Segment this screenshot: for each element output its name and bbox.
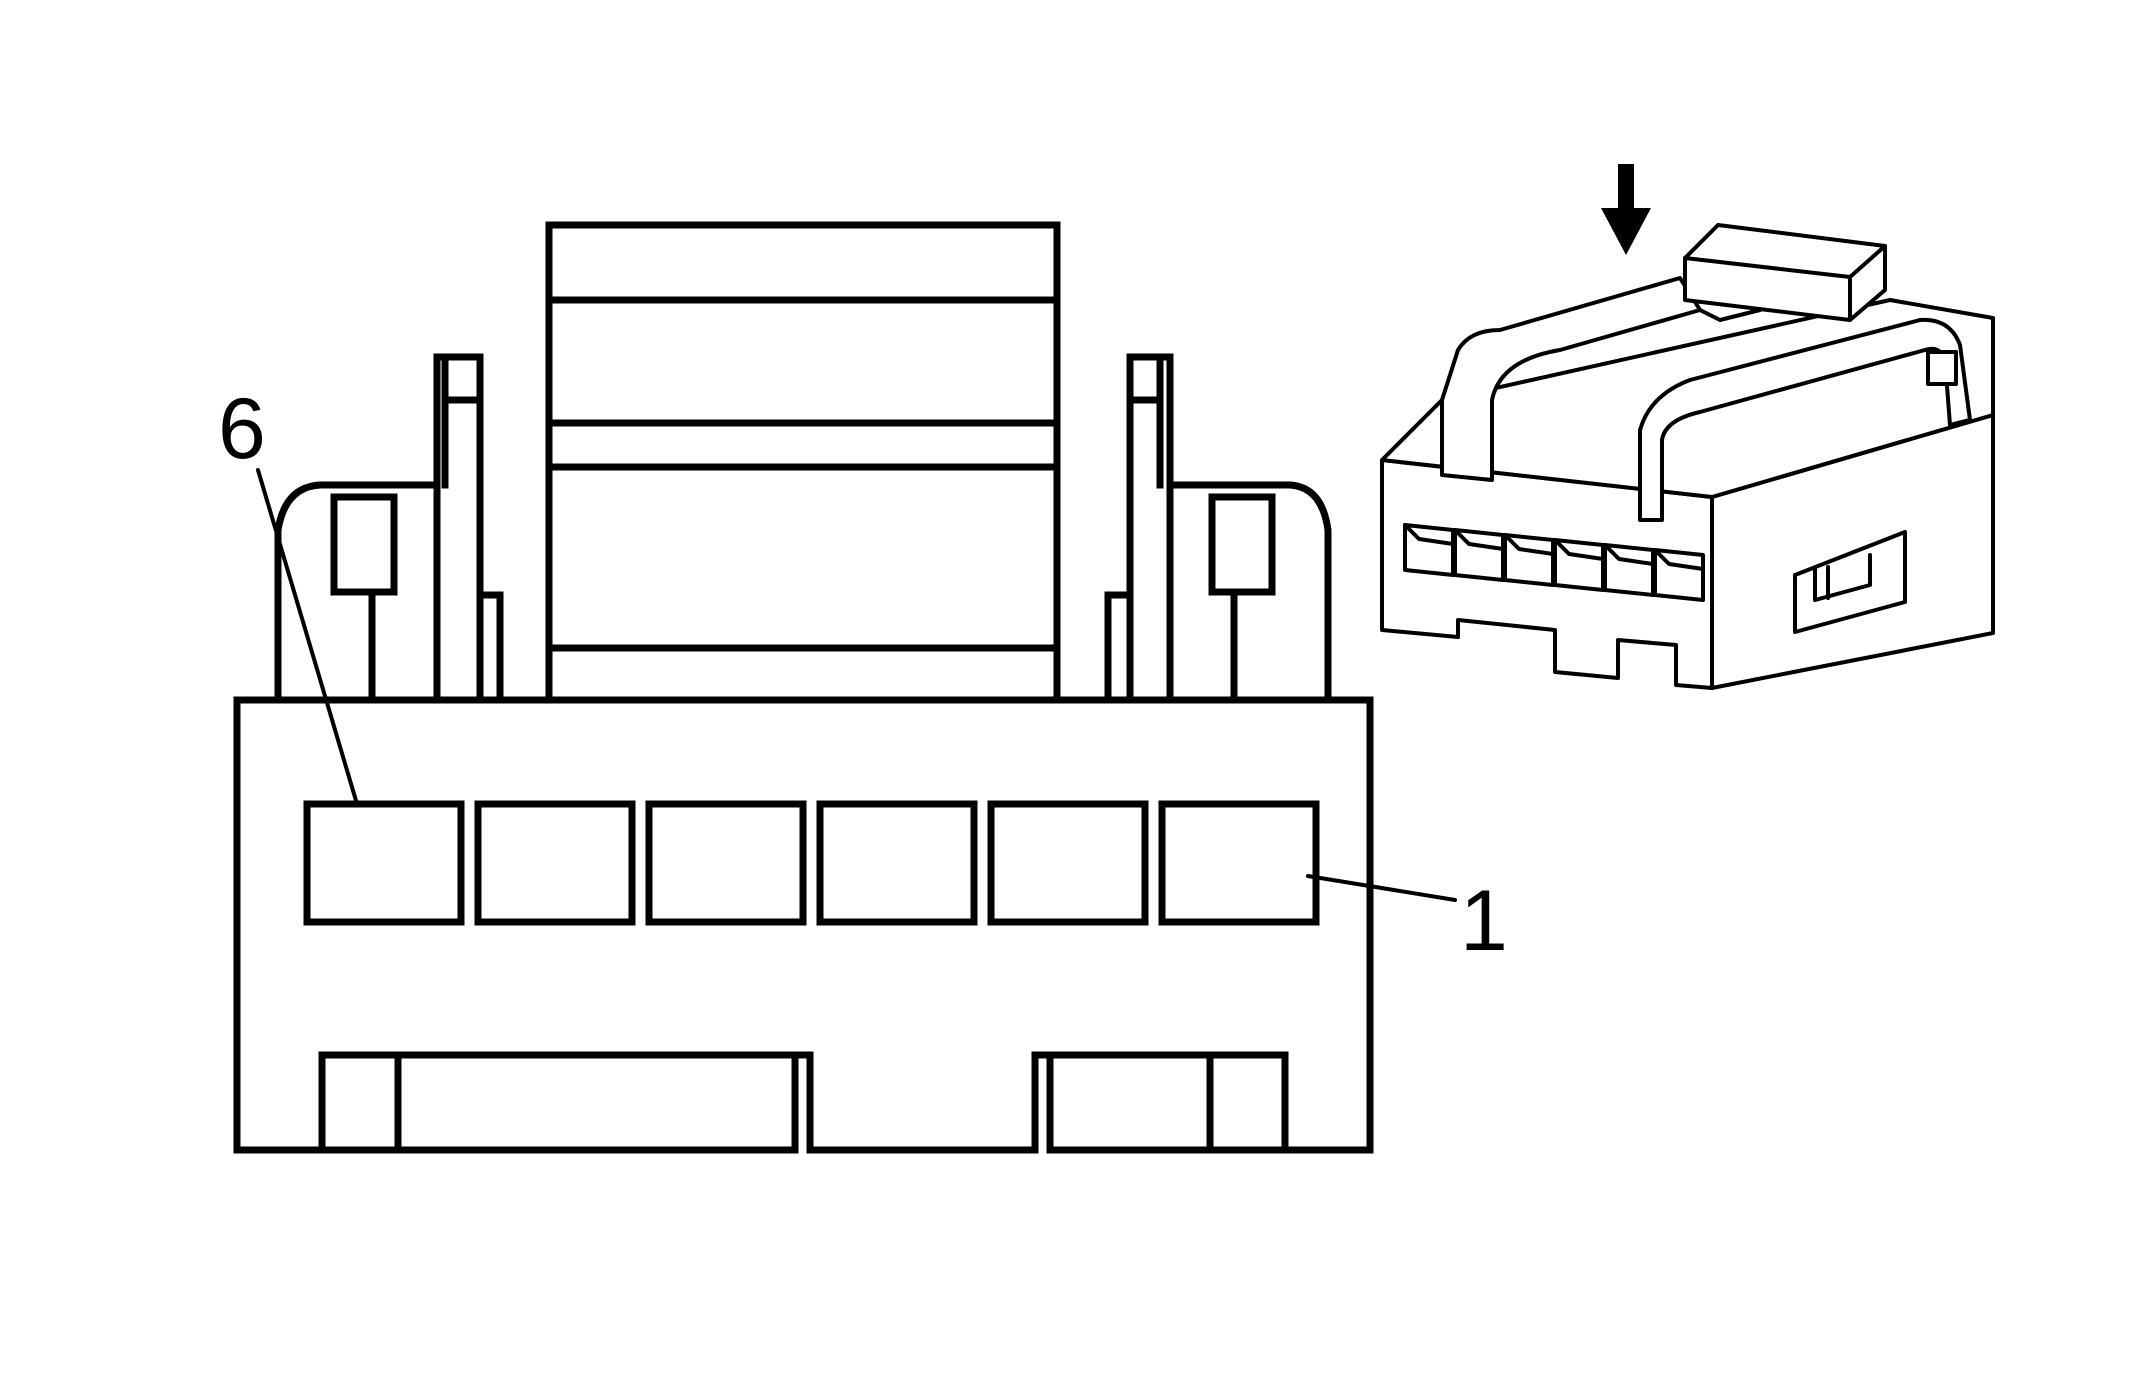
terminal-cavity	[474, 800, 636, 926]
connector-iso-view	[1380, 164, 1995, 690]
lock-post-right	[1104, 353, 1332, 704]
terminal-cavity	[1158, 800, 1320, 926]
iso-cavity-depth	[1603, 543, 1655, 566]
pin-6-callout: 6	[218, 381, 359, 806]
iso-cavity-depth	[1553, 538, 1605, 561]
latch-top	[545, 221, 1061, 704]
terminal-cavity	[816, 800, 978, 926]
pin-label-6: 6	[218, 381, 266, 477]
iso-cavity-depth	[1503, 533, 1555, 556]
iso-cavity-depth	[1403, 523, 1455, 546]
pin-label-1: 1	[1460, 873, 1508, 969]
iso-cavity-depth	[1653, 548, 1705, 571]
terminal-cavity	[303, 800, 465, 926]
pin-1-callout: 1	[1306, 873, 1508, 969]
arrow-down-icon	[1601, 164, 1651, 255]
lock-post-left	[274, 353, 504, 704]
connector-face-view: 6 1	[218, 221, 1508, 1154]
cavity-row	[303, 800, 1320, 926]
iso-cavity-depth	[1453, 528, 1505, 551]
iso-cavity-row	[1403, 523, 1705, 602]
terminal-cavity	[987, 800, 1149, 926]
terminal-cavity	[645, 800, 807, 926]
